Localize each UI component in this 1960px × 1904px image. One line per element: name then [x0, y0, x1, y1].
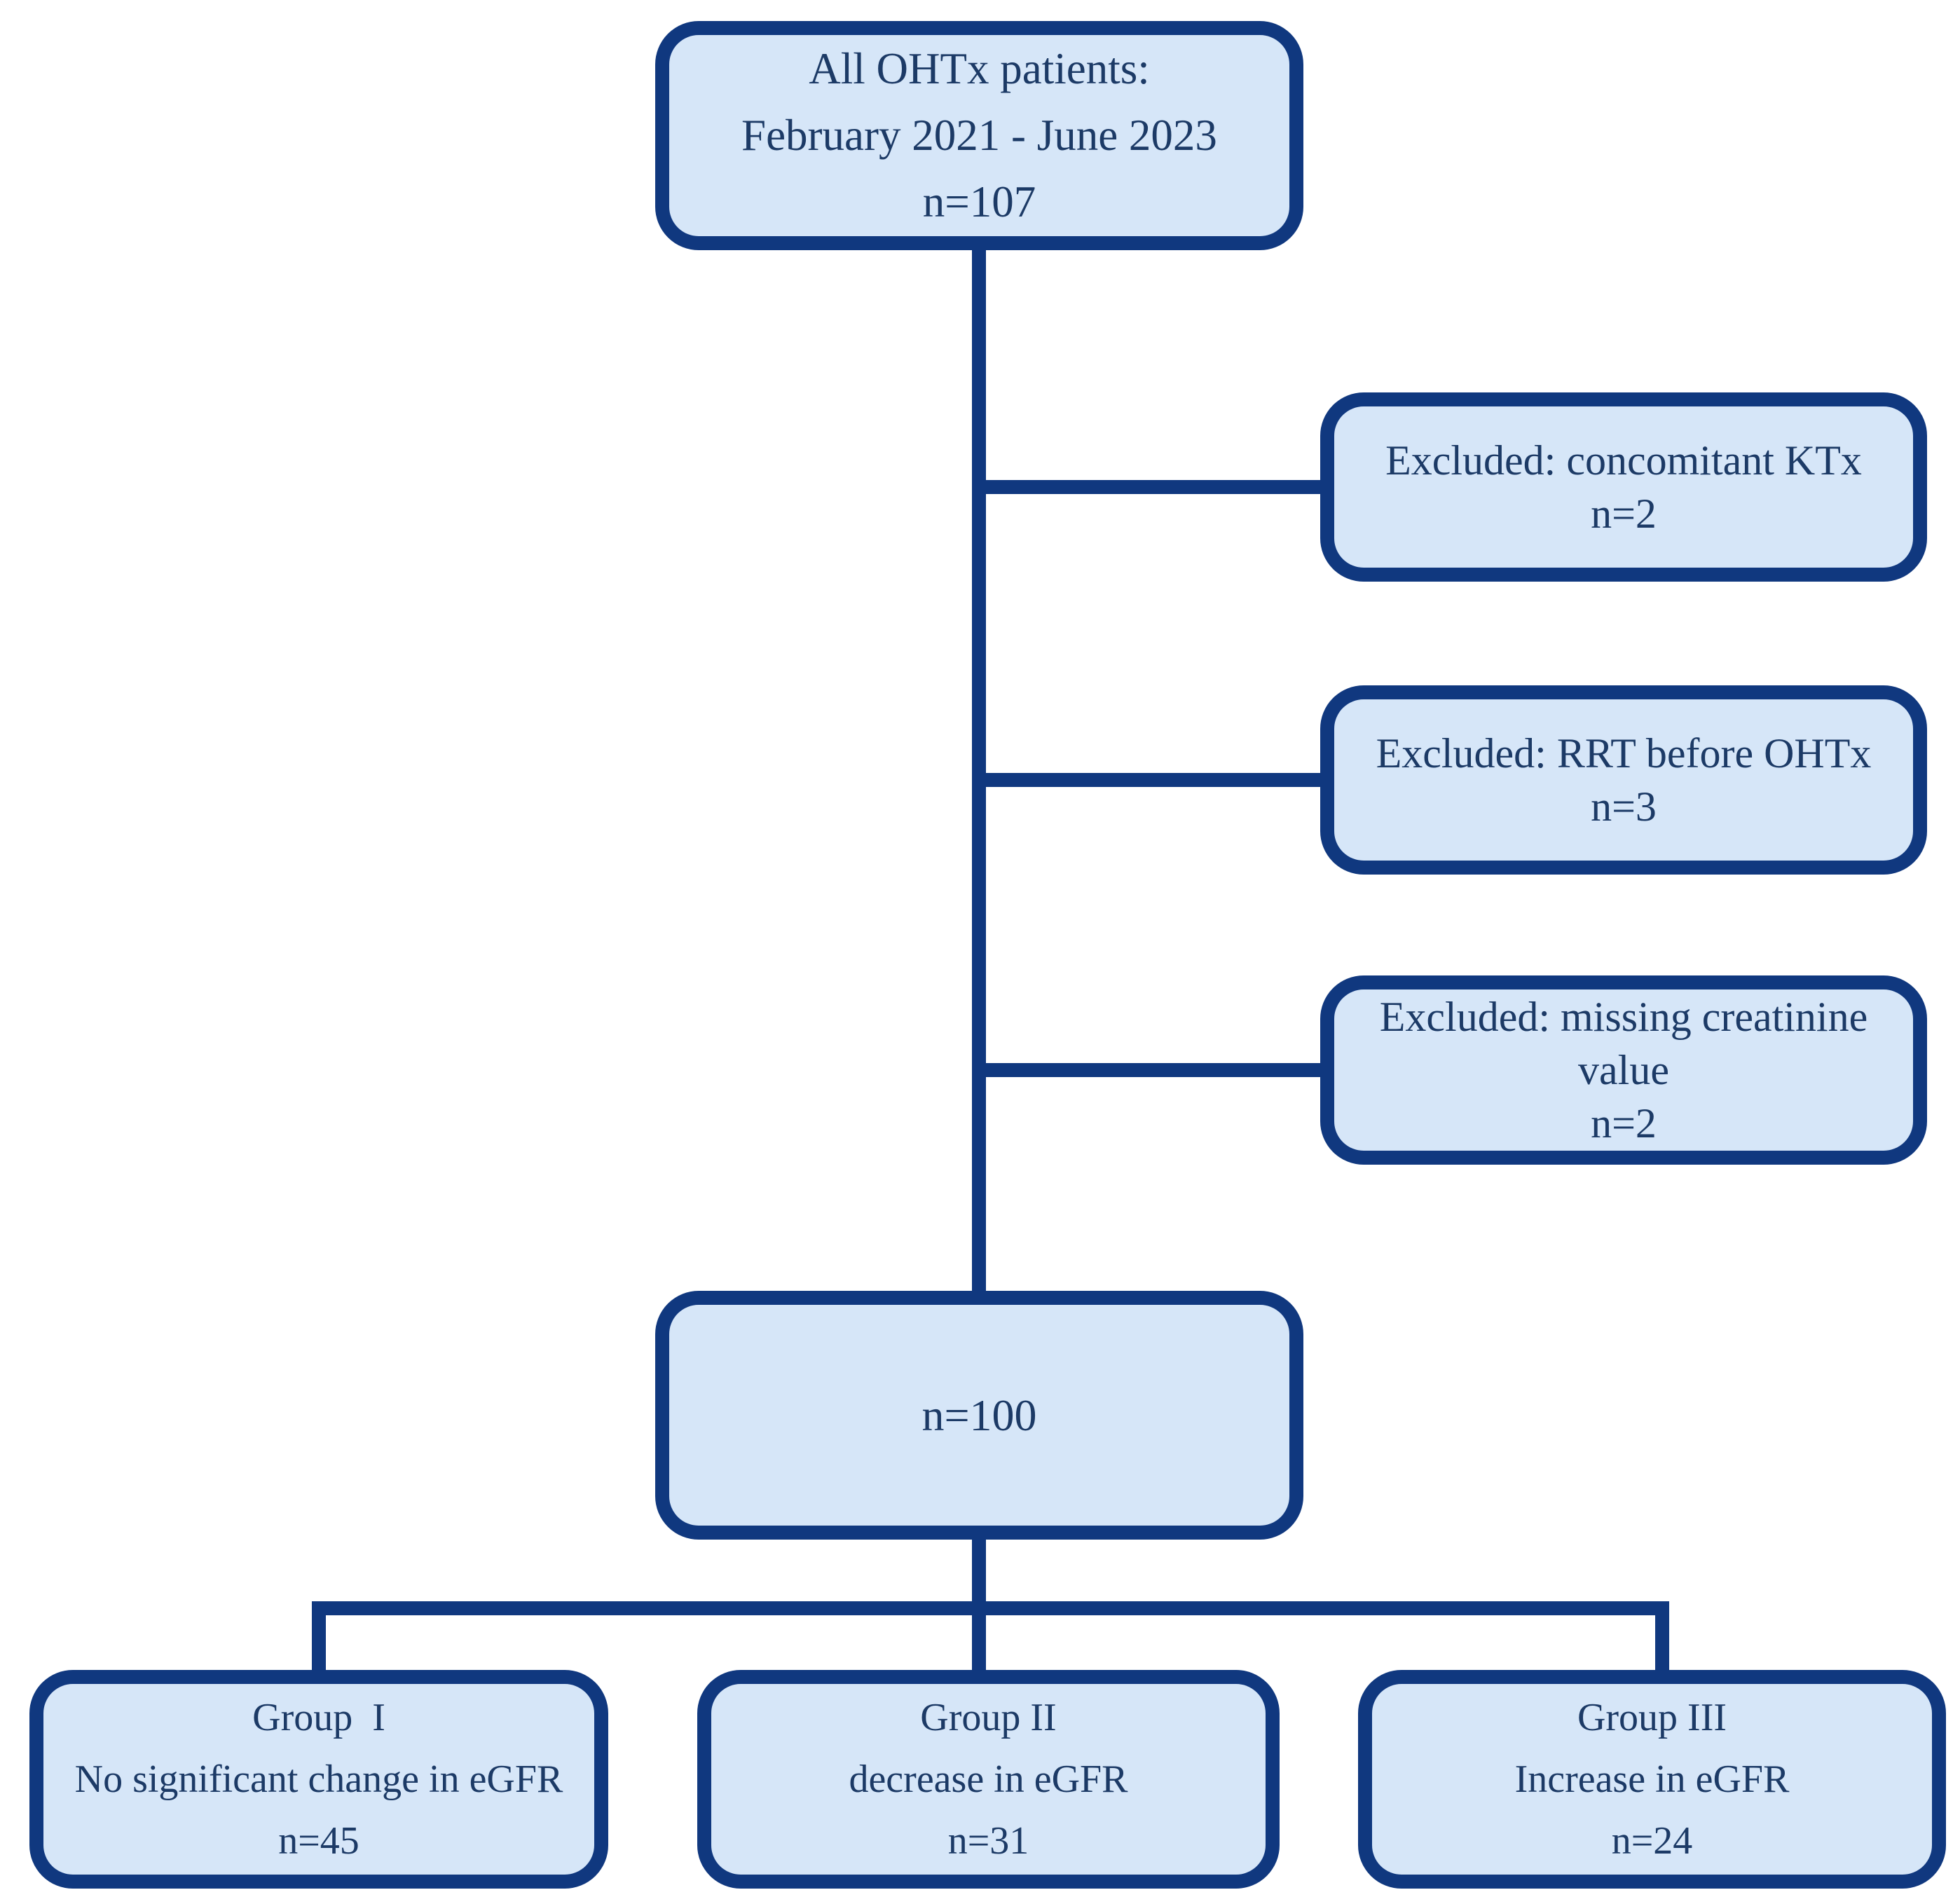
box-excluded-missing-creatinine: Excluded: missing creatinine value n=2: [1320, 975, 1927, 1165]
box-group-3: Group III Increase in eGFR n=24: [1358, 1670, 1946, 1889]
connector-branch-excluded-rrt: [979, 773, 1320, 787]
box-all-count: n=107: [922, 177, 1036, 226]
box-included-patients: n=100: [655, 1291, 1303, 1540]
connector-drop-group1: [312, 1601, 326, 1671]
box-excl-crea-label-2: value: [1578, 1047, 1669, 1093]
box-excluded-concomitant-ktx: Excluded: concomitant KTx n=2: [1320, 392, 1927, 582]
box-group3-title: Group III: [1577, 1696, 1727, 1739]
box-excl-ktx-label: Excluded: concomitant KTx: [1385, 437, 1862, 484]
box-included-count: n=100: [921, 1390, 1037, 1440]
box-group2-count: n=31: [947, 1819, 1029, 1863]
connector-branch-excluded-creatinine: [979, 1063, 1320, 1077]
box-group3-desc: Increase in eGFR: [1514, 1758, 1790, 1801]
box-excl-crea-count: n=2: [1591, 1100, 1657, 1146]
box-all-line-1: All OHTx patients:: [809, 44, 1150, 93]
box-group1-count: n=45: [278, 1819, 359, 1863]
connector-splitter-horizontal: [312, 1601, 1669, 1615]
box-group1-title: Group I: [252, 1696, 385, 1739]
box-all-oht-patients: All OHTx patients: February 2021 - June …: [655, 21, 1303, 250]
connector-stem-below-included: [972, 1538, 986, 1615]
box-group2-desc: decrease in eGFR: [849, 1758, 1128, 1801]
box-group1-desc: No significant change in eGFR: [74, 1758, 563, 1801]
box-all-line-2: February 2021 - June 2023: [741, 111, 1217, 160]
box-group3-count: n=24: [1611, 1819, 1693, 1863]
box-excluded-rrt-before-ohtx: Excluded: RRT before OHTx n=3: [1320, 685, 1927, 875]
box-excl-ktx-count: n=2: [1591, 491, 1657, 537]
box-excl-crea-label-1: Excluded: missing creatinine: [1379, 994, 1868, 1040]
box-group-2: Group II decrease in eGFR n=31: [697, 1670, 1280, 1889]
box-excl-rrt-count: n=3: [1591, 783, 1657, 830]
connector-drop-group2: [972, 1601, 986, 1671]
connector-trunk-vertical: [972, 249, 986, 1293]
connector-drop-group3: [1655, 1601, 1669, 1671]
connector-branch-excluded-ktx: [979, 480, 1320, 494]
box-group-1: Group I No significant change in eGFR n=…: [29, 1670, 608, 1889]
box-excl-rrt-label: Excluded: RRT before OHTx: [1376, 730, 1872, 776]
box-group2-title: Group II: [920, 1696, 1057, 1739]
